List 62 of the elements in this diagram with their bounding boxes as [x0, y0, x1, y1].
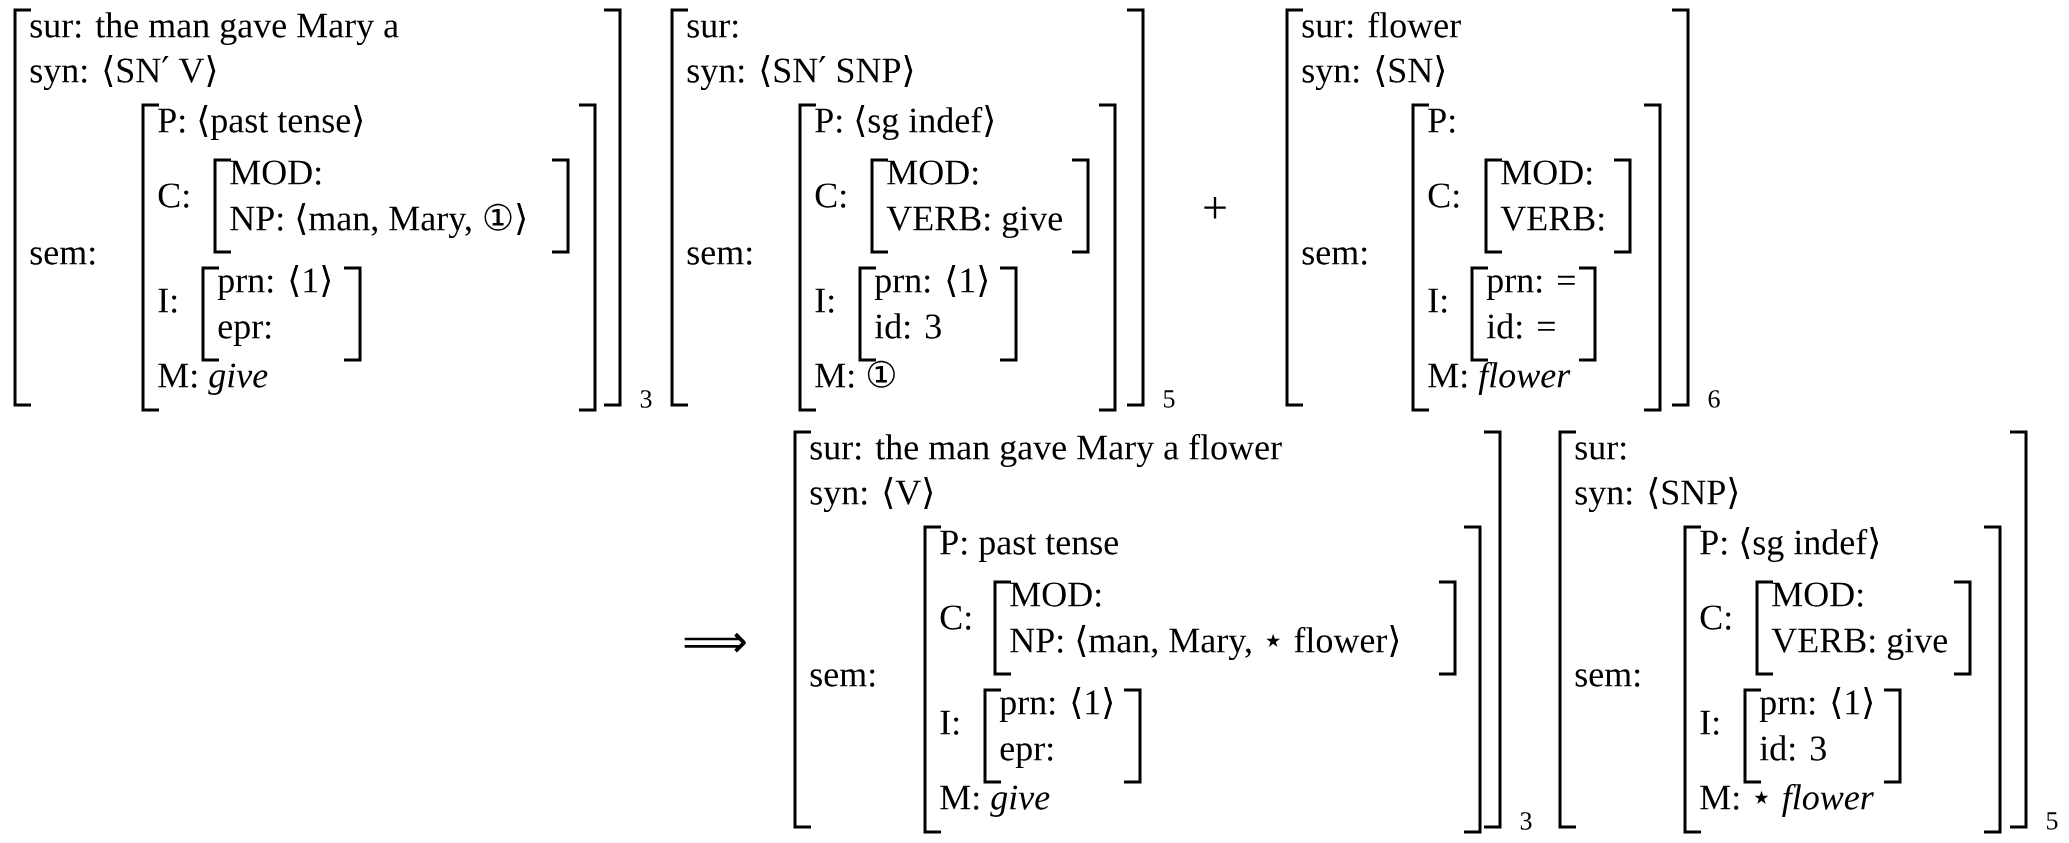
- operator-symbol: +: [1204, 197, 1226, 219]
- feature-text: P: past tense: [940, 530, 1118, 562]
- feature-text: sur:: [1575, 442, 1626, 460]
- feature-text: P: ⟨past tense⟩: [158, 105, 363, 140]
- feature-text: I:: [1700, 710, 1719, 735]
- feature-text: sem:: [1575, 669, 1640, 687]
- feature-text: syn: ⟨SN⟩: [1302, 55, 1445, 91]
- feature-text: C:: [940, 605, 971, 630]
- feature-text: I:: [940, 710, 959, 735]
- feature-text: sur: the man gave Mary a: [30, 12, 399, 46]
- feature-text: I:: [158, 288, 177, 313]
- feature-text: VERB: give: [1771, 628, 1947, 661]
- feature-text: C:: [1428, 183, 1459, 208]
- feature-text: C:: [158, 183, 189, 208]
- feature-text: P: ⟨sg indef⟩: [815, 105, 994, 141]
- feature-text: sur:: [687, 20, 738, 38]
- feature-text: M: give: [940, 785, 1050, 817]
- feature-text: id: 3: [1759, 735, 1826, 761]
- feature-text: sem:: [687, 247, 752, 265]
- feature-text: sur: flower: [1302, 11, 1461, 38]
- feature-text: MOD:: [230, 160, 321, 185]
- feature-text: MOD:: [1772, 582, 1863, 607]
- feature-text: VERB: give: [886, 206, 1062, 239]
- feature-text: prn: ⟨1⟩: [217, 265, 331, 300]
- feature-text: MOD:: [1010, 582, 1101, 607]
- feature-text: MOD:: [1501, 160, 1592, 185]
- feature-text: P: ⟨sg indef⟩: [1700, 527, 1879, 563]
- feature-text: NP: ⟨man, Mary, ①⟩: [230, 203, 525, 239]
- subscript: 6: [1708, 390, 1720, 408]
- feature-text: M: give: [158, 363, 268, 395]
- feature-text: MOD:: [887, 160, 978, 185]
- feature-text: sem:: [30, 247, 95, 265]
- operator-symbol: ⟹: [684, 632, 746, 653]
- subscript: 3: [1520, 812, 1532, 830]
- feature-text: prn: =: [1486, 275, 1575, 300]
- feature-text: C:: [815, 183, 846, 208]
- feature-text: M: ①: [815, 360, 895, 388]
- feature-text: P:: [1428, 108, 1455, 133]
- feature-text: prn: ⟨1⟩: [874, 265, 988, 300]
- feature-text: id: 3: [874, 313, 941, 339]
- feature-text: sem:: [1302, 247, 1367, 265]
- feature-text: syn: ⟨V⟩: [810, 477, 933, 513]
- subscript: 5: [1164, 390, 1175, 408]
- feature-text: C:: [1700, 605, 1731, 630]
- feature-text: sem:: [810, 669, 875, 687]
- feature-text: M: flower: [1428, 361, 1571, 395]
- feature-text: sur: the man gave Mary a flower: [810, 433, 1282, 468]
- feature-text: prn: ⟨1⟩: [1759, 687, 1873, 722]
- feature-text: M: ⋆ flower: [1700, 783, 1874, 817]
- feature-text: prn: ⟨1⟩: [999, 687, 1113, 722]
- feature-text: I:: [815, 288, 834, 313]
- feature-text: epr:: [218, 321, 271, 346]
- feature-text: NP: ⟨man, Mary, ⋆ flower⟩: [1010, 625, 1399, 661]
- feature-text: I:: [1428, 288, 1447, 313]
- feature-text: syn: ⟨SNP⟩: [1575, 477, 1738, 513]
- subscript: 5: [2047, 812, 2058, 830]
- feature-text: syn: ⟨SN′ SNP⟩: [687, 55, 913, 91]
- subscript: 3: [640, 390, 652, 408]
- feature-text: VERB:: [1500, 206, 1604, 231]
- feature-text: syn: ⟨SN′ V⟩: [30, 55, 216, 91]
- feature-text: id: =: [1486, 313, 1555, 339]
- feature-text: epr:: [1000, 743, 1053, 768]
